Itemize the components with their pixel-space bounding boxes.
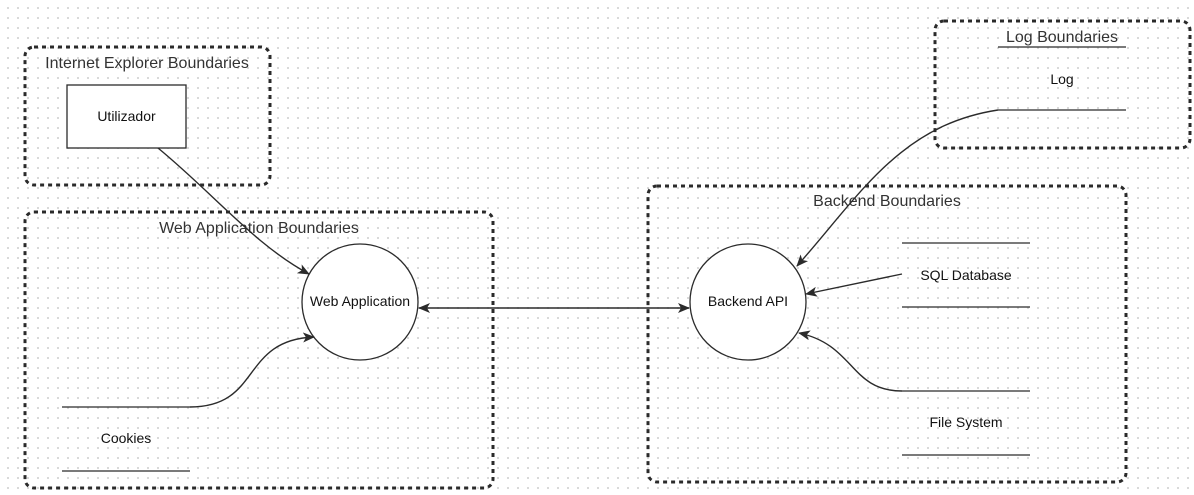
internet-explorer-boundary-label: Internet Explorer Boundaries [45,55,249,72]
log-label: Log [1050,71,1073,87]
backend-boundary-label: Backend Boundaries [813,193,961,210]
file-system-data-store[interactable]: File System [902,390,1030,456]
internet-explorer-boundary[interactable]: Internet Explorer Boundaries [23,45,272,187]
flow-cookies-to-web-application[interactable] [189,332,315,408]
web-application-process[interactable]: Web Application [301,243,419,361]
flow-file-system-to-backend-api[interactable] [798,330,903,392]
utilizador-entity[interactable]: Utilizador [66,84,187,149]
backend-api-label: Backend API [708,293,788,309]
file-system-label: File System [929,414,1002,430]
web-application-boundary-label: Web Application Boundaries [159,220,359,237]
sql-database-data-store[interactable]: SQL Database [902,242,1030,308]
flow-sql-database-to-backend-api[interactable] [805,273,903,297]
web-application-boundary[interactable]: Web Application Boundaries [23,210,495,490]
log-boundary[interactable]: Log Boundaries [933,19,1192,150]
utilizador-label: Utilizador [97,108,156,124]
web-application-label: Web Application [310,293,410,309]
cookies-data-store[interactable]: Cookies [62,406,190,472]
log-boundary-label: Log Boundaries [1006,29,1118,46]
flow-utilizador-to-web-application[interactable] [157,147,310,275]
cookies-label: Cookies [101,430,152,446]
sql-database-label: SQL Database [920,267,1012,283]
flow-log-to-backend-api[interactable] [796,109,999,267]
log-data-store[interactable]: Log [998,71,1126,111]
backend-api-process[interactable]: Backend API [689,243,807,361]
backend-boundary[interactable]: Backend Boundaries [646,184,1128,484]
